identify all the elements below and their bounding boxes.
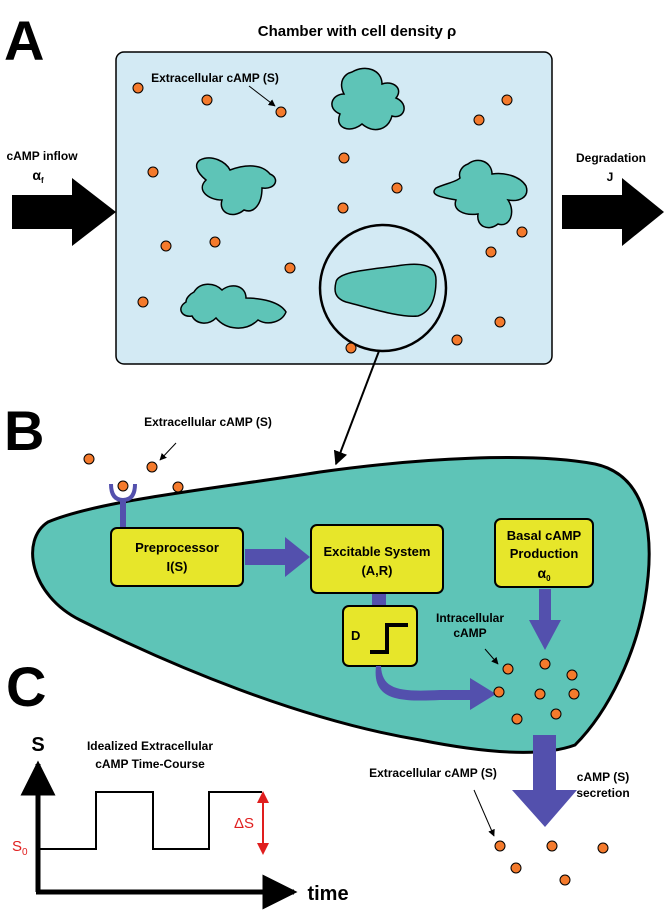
camp-dot (275, 106, 287, 118)
camp-dot (511, 713, 523, 725)
camp-dot (539, 658, 551, 670)
camp-dot (338, 152, 350, 164)
magnified-cell (334, 263, 437, 317)
intracellular-pointer-arrow (484, 648, 499, 665)
intracellular-label-line2: cAMP (453, 626, 486, 640)
amoeba-cell (331, 67, 405, 131)
excitable-system-title: Excitable System (324, 544, 431, 559)
x-axis-label: time (307, 883, 348, 905)
camp-dot (550, 708, 562, 720)
amoeba-cell (195, 157, 277, 216)
baseline-label: S0 (12, 838, 28, 858)
camp-dot (337, 202, 349, 214)
secreted-camp-dots (494, 840, 609, 886)
preprocessor-function: I(S) (167, 559, 188, 574)
delta-s-indicator (257, 791, 269, 855)
camp-dot (546, 840, 558, 852)
cell-pointer-arrow (159, 442, 177, 461)
receptor-icon (109, 483, 137, 530)
excitable-system-vars: (A,R) (361, 563, 392, 578)
secretion-label-line1: cAMP (S) (577, 770, 629, 784)
camp-dot (502, 663, 514, 675)
step-function-icon (370, 623, 408, 654)
camp-dot (510, 862, 522, 874)
panel-label-a: A (4, 9, 44, 72)
delay-connector (372, 594, 386, 608)
camp-dot (559, 874, 571, 886)
preprocessor-title: Preprocessor (135, 540, 219, 555)
panel-label-b: B (4, 399, 44, 462)
chamber-pointer-arrow (248, 85, 276, 107)
camp-dot (566, 669, 578, 681)
amoeba-cell (180, 283, 287, 329)
excitable-system-box (310, 524, 444, 594)
secreted-pointer-arrow (473, 789, 495, 837)
zoom-arrow (333, 350, 380, 466)
camp-dot (172, 481, 184, 493)
camp-dot (501, 94, 513, 106)
cell-extracellular-label: Extracellular cAMP (S) (144, 415, 272, 429)
chamber-extracellular-label: Extracellular cAMP (S) (151, 71, 279, 85)
inflow-symbol: αf (32, 167, 44, 185)
camp-dot (473, 114, 485, 126)
square-wave-trace (40, 791, 262, 850)
camp-dot (160, 240, 172, 252)
intracellular-camp-dots (493, 658, 580, 725)
camp-dot (494, 840, 506, 852)
chamber (115, 51, 553, 365)
camp-dot (146, 461, 158, 473)
camp-dot (284, 262, 296, 274)
camp-dot (201, 94, 213, 106)
amoeba-cell (433, 159, 528, 229)
basal-arrow (529, 589, 561, 650)
secretion-label-line2: secretion (576, 786, 629, 800)
camp-dot (493, 686, 505, 698)
camp-dot (516, 226, 528, 238)
timecourse-title-line1: Idealized Extracellular (87, 739, 213, 753)
panel-label-c: C (6, 655, 46, 718)
delay-label: D (351, 628, 360, 643)
camp-dot (117, 480, 129, 492)
camp-dot (451, 334, 463, 346)
basal-production-symbol: α0 (537, 565, 551, 583)
camp-dot (83, 453, 95, 465)
degradation-arrow (562, 178, 664, 246)
intracellular-label-line1: Intracellular (436, 611, 504, 625)
receptor-camp-dots (83, 453, 184, 493)
camp-dot (494, 316, 506, 328)
camp-dot (132, 82, 144, 94)
secreted-extracellular-label: Extracellular cAMP (S) (369, 766, 497, 780)
camp-dot (137, 296, 149, 308)
degradation-symbol: J (607, 170, 614, 184)
delta-s-label: ΔS (234, 815, 254, 832)
camp-dot (391, 182, 403, 194)
inflow-arrow (12, 178, 116, 246)
timecourse-title-line2: cAMP Time-Course (95, 757, 205, 771)
chamber-camp-dots (132, 82, 528, 354)
camp-dot (485, 246, 497, 258)
camp-dot (147, 166, 159, 178)
output-arrow (375, 666, 496, 710)
y-axis-label: S (31, 734, 44, 756)
camp-dot (534, 688, 546, 700)
camp-dot (597, 842, 609, 854)
magnifier-circle (318, 223, 448, 353)
camp-dot (209, 236, 221, 248)
degradation-label: Degradation (576, 151, 646, 165)
preprocessor-box (110, 527, 244, 587)
inflow-label: cAMP inflow (6, 149, 78, 163)
camp-dot (345, 342, 357, 354)
camp-dot (568, 688, 580, 700)
chamber-title: Chamber with cell density ρ (258, 23, 457, 40)
basal-production-line2: Production (510, 546, 579, 561)
secretion-arrow (512, 735, 577, 827)
basal-production-line1: Basal cAMP (507, 528, 582, 543)
basal-production-box (494, 518, 594, 588)
signal-arrow (245, 537, 310, 577)
